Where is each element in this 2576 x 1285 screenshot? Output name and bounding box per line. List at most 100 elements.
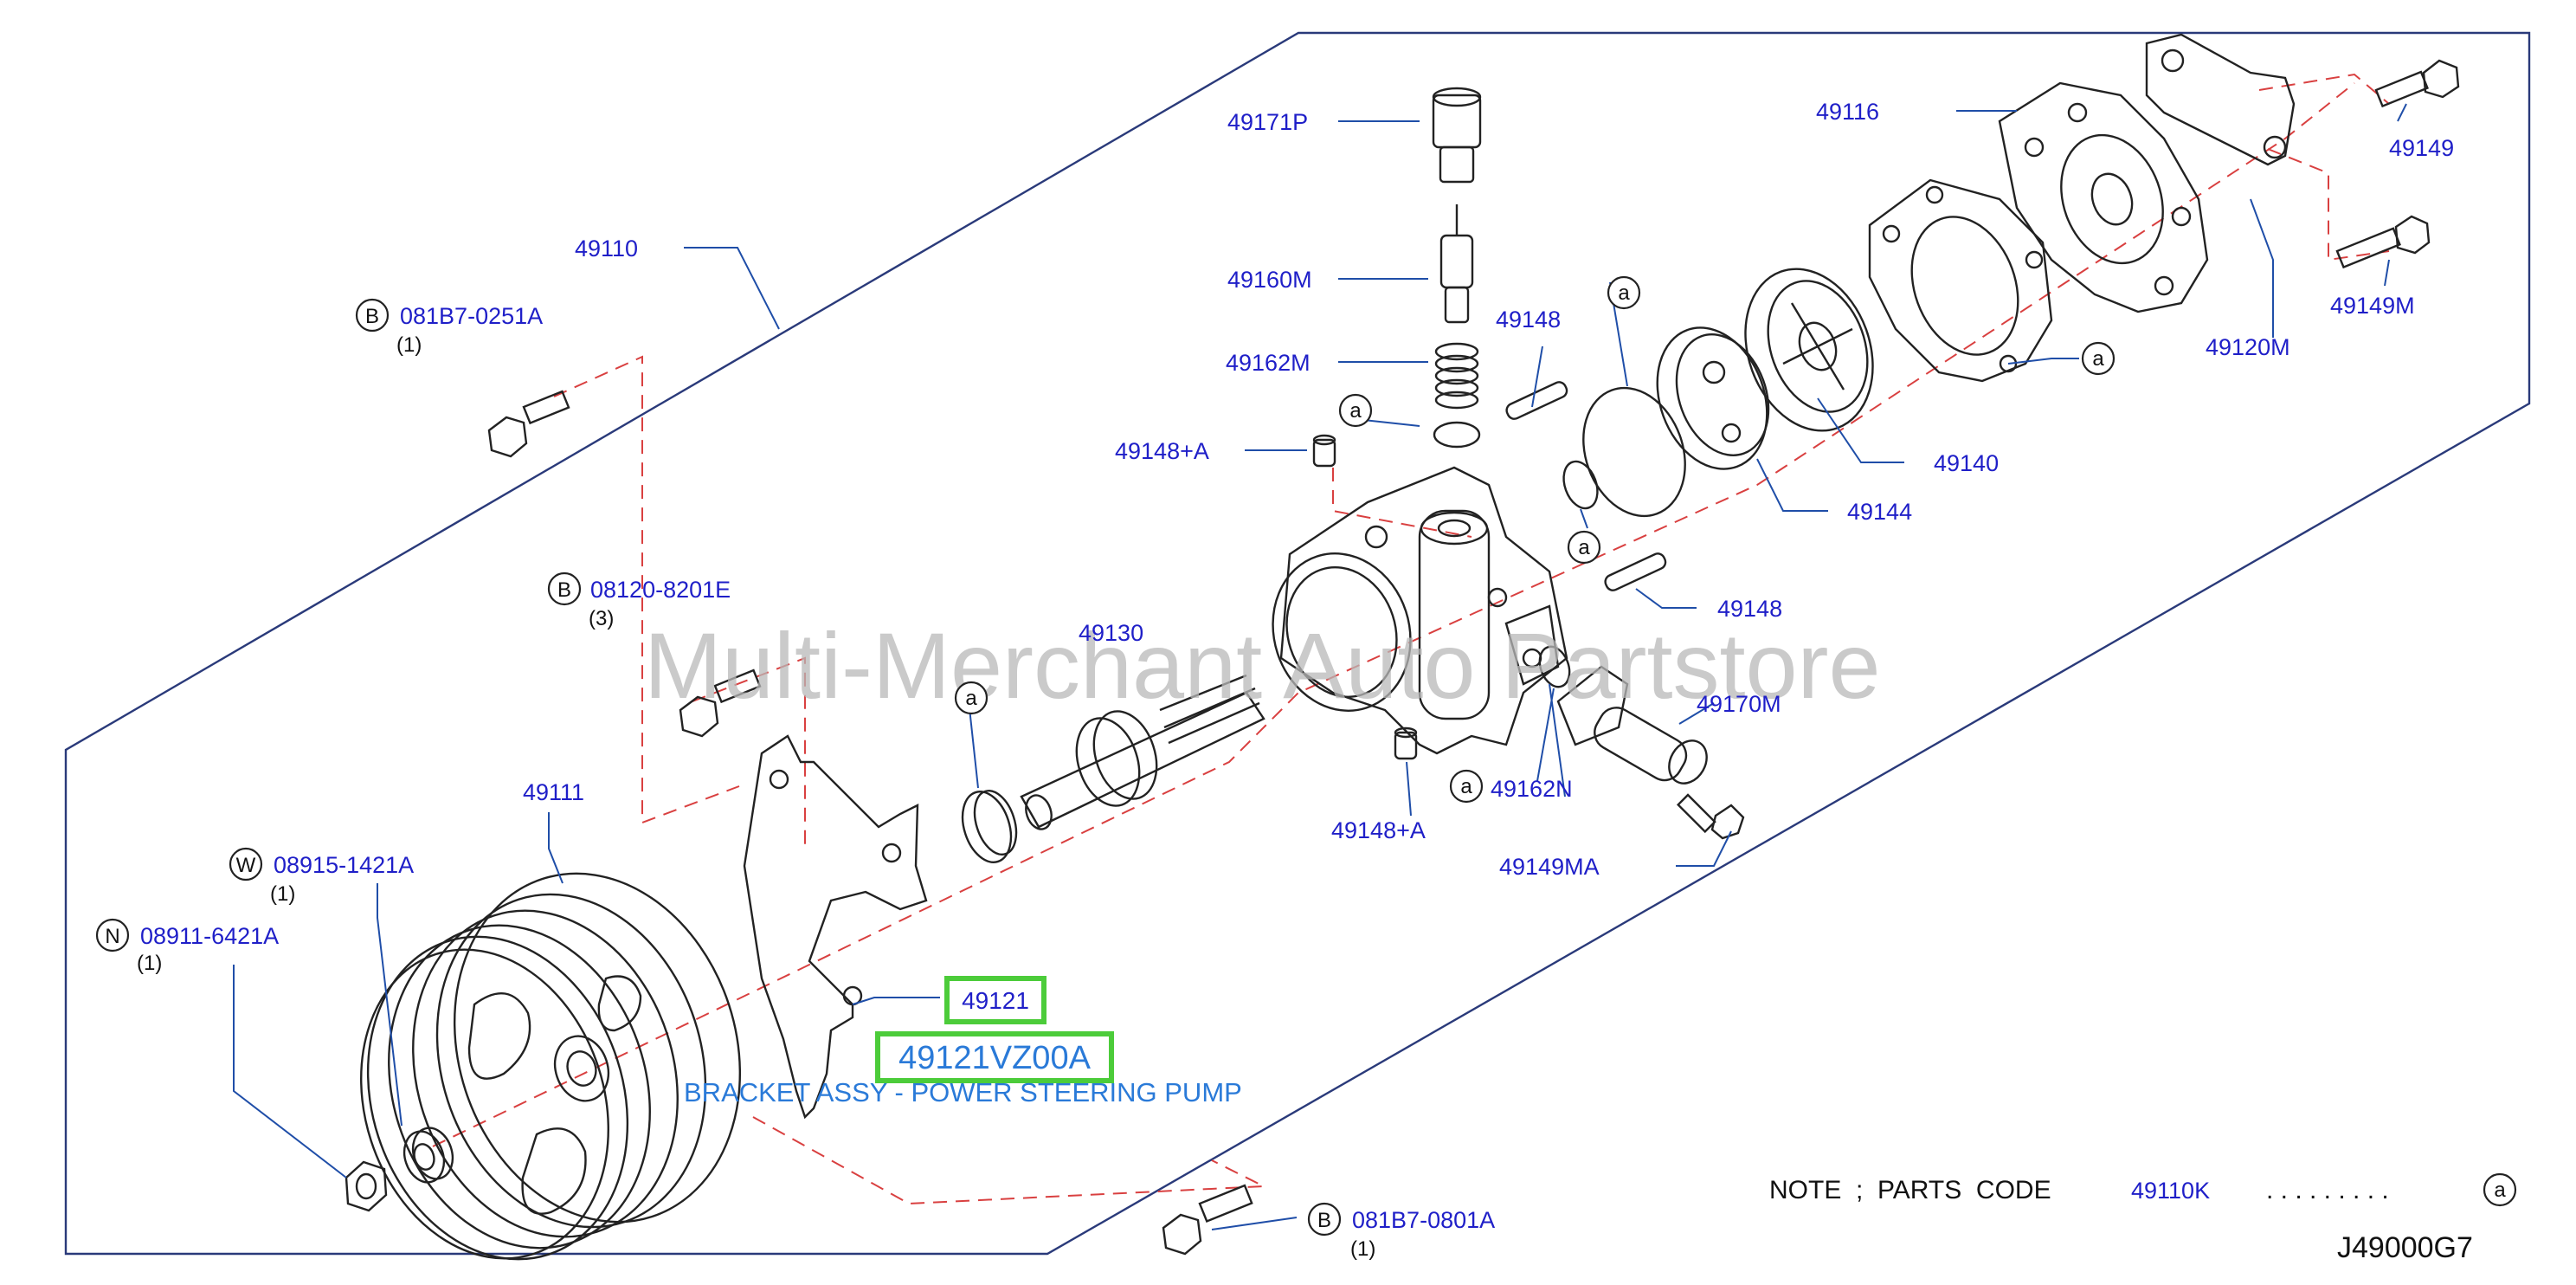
svg-text:a: a [1460, 775, 1472, 798]
bracket-49121 [743, 734, 928, 1120]
label-081B7-0251A: 081B7-0251A [400, 303, 543, 329]
highlight-box-part-number[interactable] [944, 976, 1046, 1024]
label-49148-upper: 49148 [1496, 307, 1561, 333]
label-49148A-upper: 49148+A [1115, 438, 1209, 464]
symbol-a-3: a [1567, 530, 1601, 565]
label-49140: 49140 [1934, 450, 1999, 476]
gasket [1868, 178, 2053, 383]
highlight-box-full-code[interactable] [875, 1031, 1114, 1083]
qty-08915-1421A: (1) [270, 882, 295, 906]
side-plate-49144 [1656, 326, 1770, 470]
diagram-id: J49000G7 [2337, 1231, 2473, 1264]
note-symbol-circle [2483, 1172, 2517, 1207]
watermark: Multi-Merchant Auto Partstore [644, 613, 1881, 718]
svg-text:B: B [1317, 1209, 1331, 1232]
qty-08911-6421A: (1) [137, 952, 162, 975]
label-49170M: 49170M [1697, 691, 1781, 717]
svg-text:a: a [1618, 281, 1630, 305]
svg-text:B: B [557, 578, 571, 602]
svg-text:a: a [2092, 347, 2104, 371]
dowel-49148A-upper [1312, 434, 1336, 468]
symbol-a-5: a [1449, 769, 1484, 804]
label-49149: 49149 [2389, 135, 2454, 161]
connector-49171P [1432, 87, 1482, 184]
note-code: 49110K [2131, 1178, 2210, 1204]
label-49111: 49111 [523, 779, 584, 805]
svg-text:a: a [1349, 399, 1362, 423]
snap-ring [961, 790, 1018, 863]
symbol-a-1: a [1338, 393, 1373, 428]
bolt-49149MA [1676, 793, 1745, 840]
note-symbol: a [2494, 1178, 2506, 1202]
svg-text:a: a [965, 687, 977, 710]
circled-symbols: B B W N B a a a [95, 275, 2116, 1237]
symbol-b-0251A: B [355, 298, 390, 333]
quantity-labels: (1) (3) (1) (1) (1) [137, 333, 1375, 1261]
bolt-081B7-0251A [487, 390, 570, 458]
label-49162N: 49162N [1491, 776, 1573, 802]
highlight-description[interactable]: BRACKET ASSY - POWER STEERING PUMP [684, 1077, 1242, 1107]
label-49144: 49144 [1847, 499, 1912, 525]
label-08915-1421A: 08915-1421A [274, 852, 414, 878]
spring-49162M [1434, 342, 1479, 410]
bolt-08120-8201E [679, 668, 762, 738]
symbol-n-6421A: N [95, 918, 130, 952]
svg-text:a: a [1578, 536, 1590, 559]
label-081B7-0801A: 081B7-0801A [1352, 1207, 1495, 1233]
o-ring-small-1 [1433, 421, 1481, 449]
qty-081B7-0801A: (1) [1350, 1237, 1375, 1261]
pump-body [1272, 466, 1568, 755]
washer-08915 [402, 1127, 454, 1184]
highlight-full-code[interactable]: 49121VZ00A [898, 1040, 1091, 1076]
label-49160M: 49160M [1227, 267, 1312, 293]
pin-49148-lower [1604, 552, 1667, 591]
shaft-49130 [1020, 674, 1265, 830]
label-49148-lower: 49148 [1717, 596, 1782, 622]
qty-08120-8201E: (3) [589, 607, 614, 630]
note-dots: . . . . . . . . . [2266, 1176, 2389, 1204]
valve-49160M [1439, 204, 1474, 324]
fitting-49170M [1556, 665, 1708, 785]
nut-08911 [345, 1160, 388, 1212]
bolt-49149M [2335, 215, 2431, 269]
o-ring-49162N [1538, 645, 1571, 688]
label-49171P: 49171P [1227, 109, 1308, 135]
svg-text:W: W [236, 854, 256, 877]
highlighted-part[interactable]: 49121 49121VZ00A BRACKET ASSY - POWER ST… [684, 976, 1242, 1107]
symbol-a-2: a [1607, 275, 1641, 310]
callout-labels: 49110 49171P 49160M 49162M 49148 49148+A… [140, 99, 2454, 1233]
label-49110: 49110 [575, 236, 638, 262]
note-label: NOTE ; PARTS CODE [1769, 1176, 2051, 1204]
symbol-w-1421A: W [229, 847, 263, 881]
label-49162M: 49162M [1226, 350, 1311, 376]
label-08120-8201E: 08120-8201E [590, 577, 731, 603]
symbol-b-8201E: B [547, 571, 582, 606]
label-49130: 49130 [1079, 620, 1143, 646]
label-49149MA: 49149MA [1499, 854, 1600, 880]
label-49148A-lower: 49148+A [1331, 817, 1426, 843]
symbol-a-4: a [954, 681, 989, 715]
parts-code-note: NOTE ; PARTS CODE 49110K . . . . . . . .… [1769, 1172, 2517, 1207]
qty-081B7-0251A: (1) [396, 333, 422, 357]
highlight-part-number[interactable]: 49121 [962, 987, 1029, 1014]
symbol-b-0801A: B [1307, 1202, 1342, 1237]
pin-49148-upper [1505, 381, 1568, 420]
label-49120M: 49120M [2206, 334, 2290, 360]
bolt-49149 [2374, 59, 2460, 108]
label-49116: 49116 [1816, 99, 1879, 125]
o-ring-mid [1562, 460, 1599, 510]
cam-ring-49140 [1744, 268, 1874, 432]
cover-49116 [1998, 81, 2209, 313]
assembly-frame [64, 31, 2531, 1256]
assembly-dash-lines [432, 73, 2390, 1205]
symbol-a-6: a [2081, 341, 2116, 376]
bracket-49120M [2145, 33, 2296, 166]
svg-text:N: N [105, 925, 119, 948]
label-49149M: 49149M [2330, 293, 2415, 319]
o-ring-large [1582, 386, 1686, 518]
label-08911-6421A: 08911-6421A [140, 923, 279, 949]
svg-text:B: B [365, 305, 379, 328]
dowel-49148A-lower [1394, 726, 1418, 760]
pulley-49111 [360, 872, 742, 1261]
